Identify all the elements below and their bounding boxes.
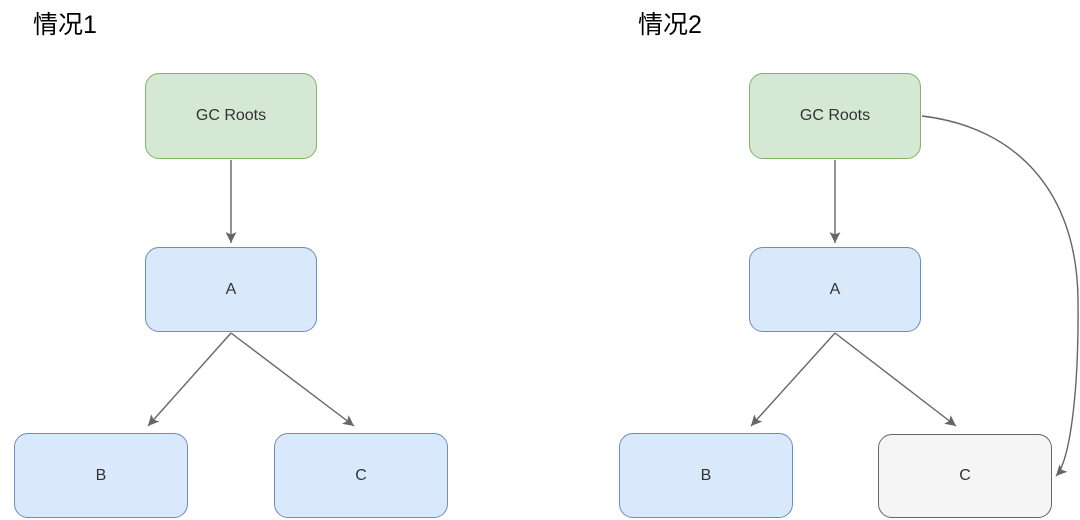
arrow-a-to-c-right bbox=[834, 332, 957, 427]
arrow-a-to-b-left bbox=[147, 332, 232, 427]
node-b-left: B bbox=[14, 433, 188, 518]
node-a-left: A bbox=[145, 247, 317, 332]
node-a-right: A bbox=[749, 247, 921, 332]
node-b-right: B bbox=[619, 433, 793, 518]
node-a-right-label: A bbox=[829, 280, 841, 298]
node-b-right-label: B bbox=[700, 466, 712, 484]
node-c-right-label: C bbox=[959, 467, 971, 484]
arrow-a-to-c-left bbox=[230, 332, 355, 427]
node-gc-roots-left-label: GC Roots bbox=[195, 107, 267, 124]
node-c-right-unreachable: C bbox=[878, 434, 1052, 518]
arrow-gcroots-to-c-curve bbox=[921, 115, 1079, 477]
arrow-a-to-b-right bbox=[750, 332, 836, 427]
diagram-title-case2: 情况2 bbox=[638, 11, 702, 39]
node-c-left: C bbox=[274, 433, 448, 518]
node-gc-roots-right: GC Roots bbox=[749, 73, 921, 159]
diagram-title-case1: 情况1 bbox=[33, 11, 97, 39]
node-c-left-label: C bbox=[355, 466, 367, 484]
node-a-left-label: A bbox=[225, 280, 237, 298]
node-gc-roots-right-label: GC Roots bbox=[799, 107, 871, 124]
node-gc-roots-left: GC Roots bbox=[145, 73, 317, 159]
node-b-left-label: B bbox=[95, 466, 107, 484]
